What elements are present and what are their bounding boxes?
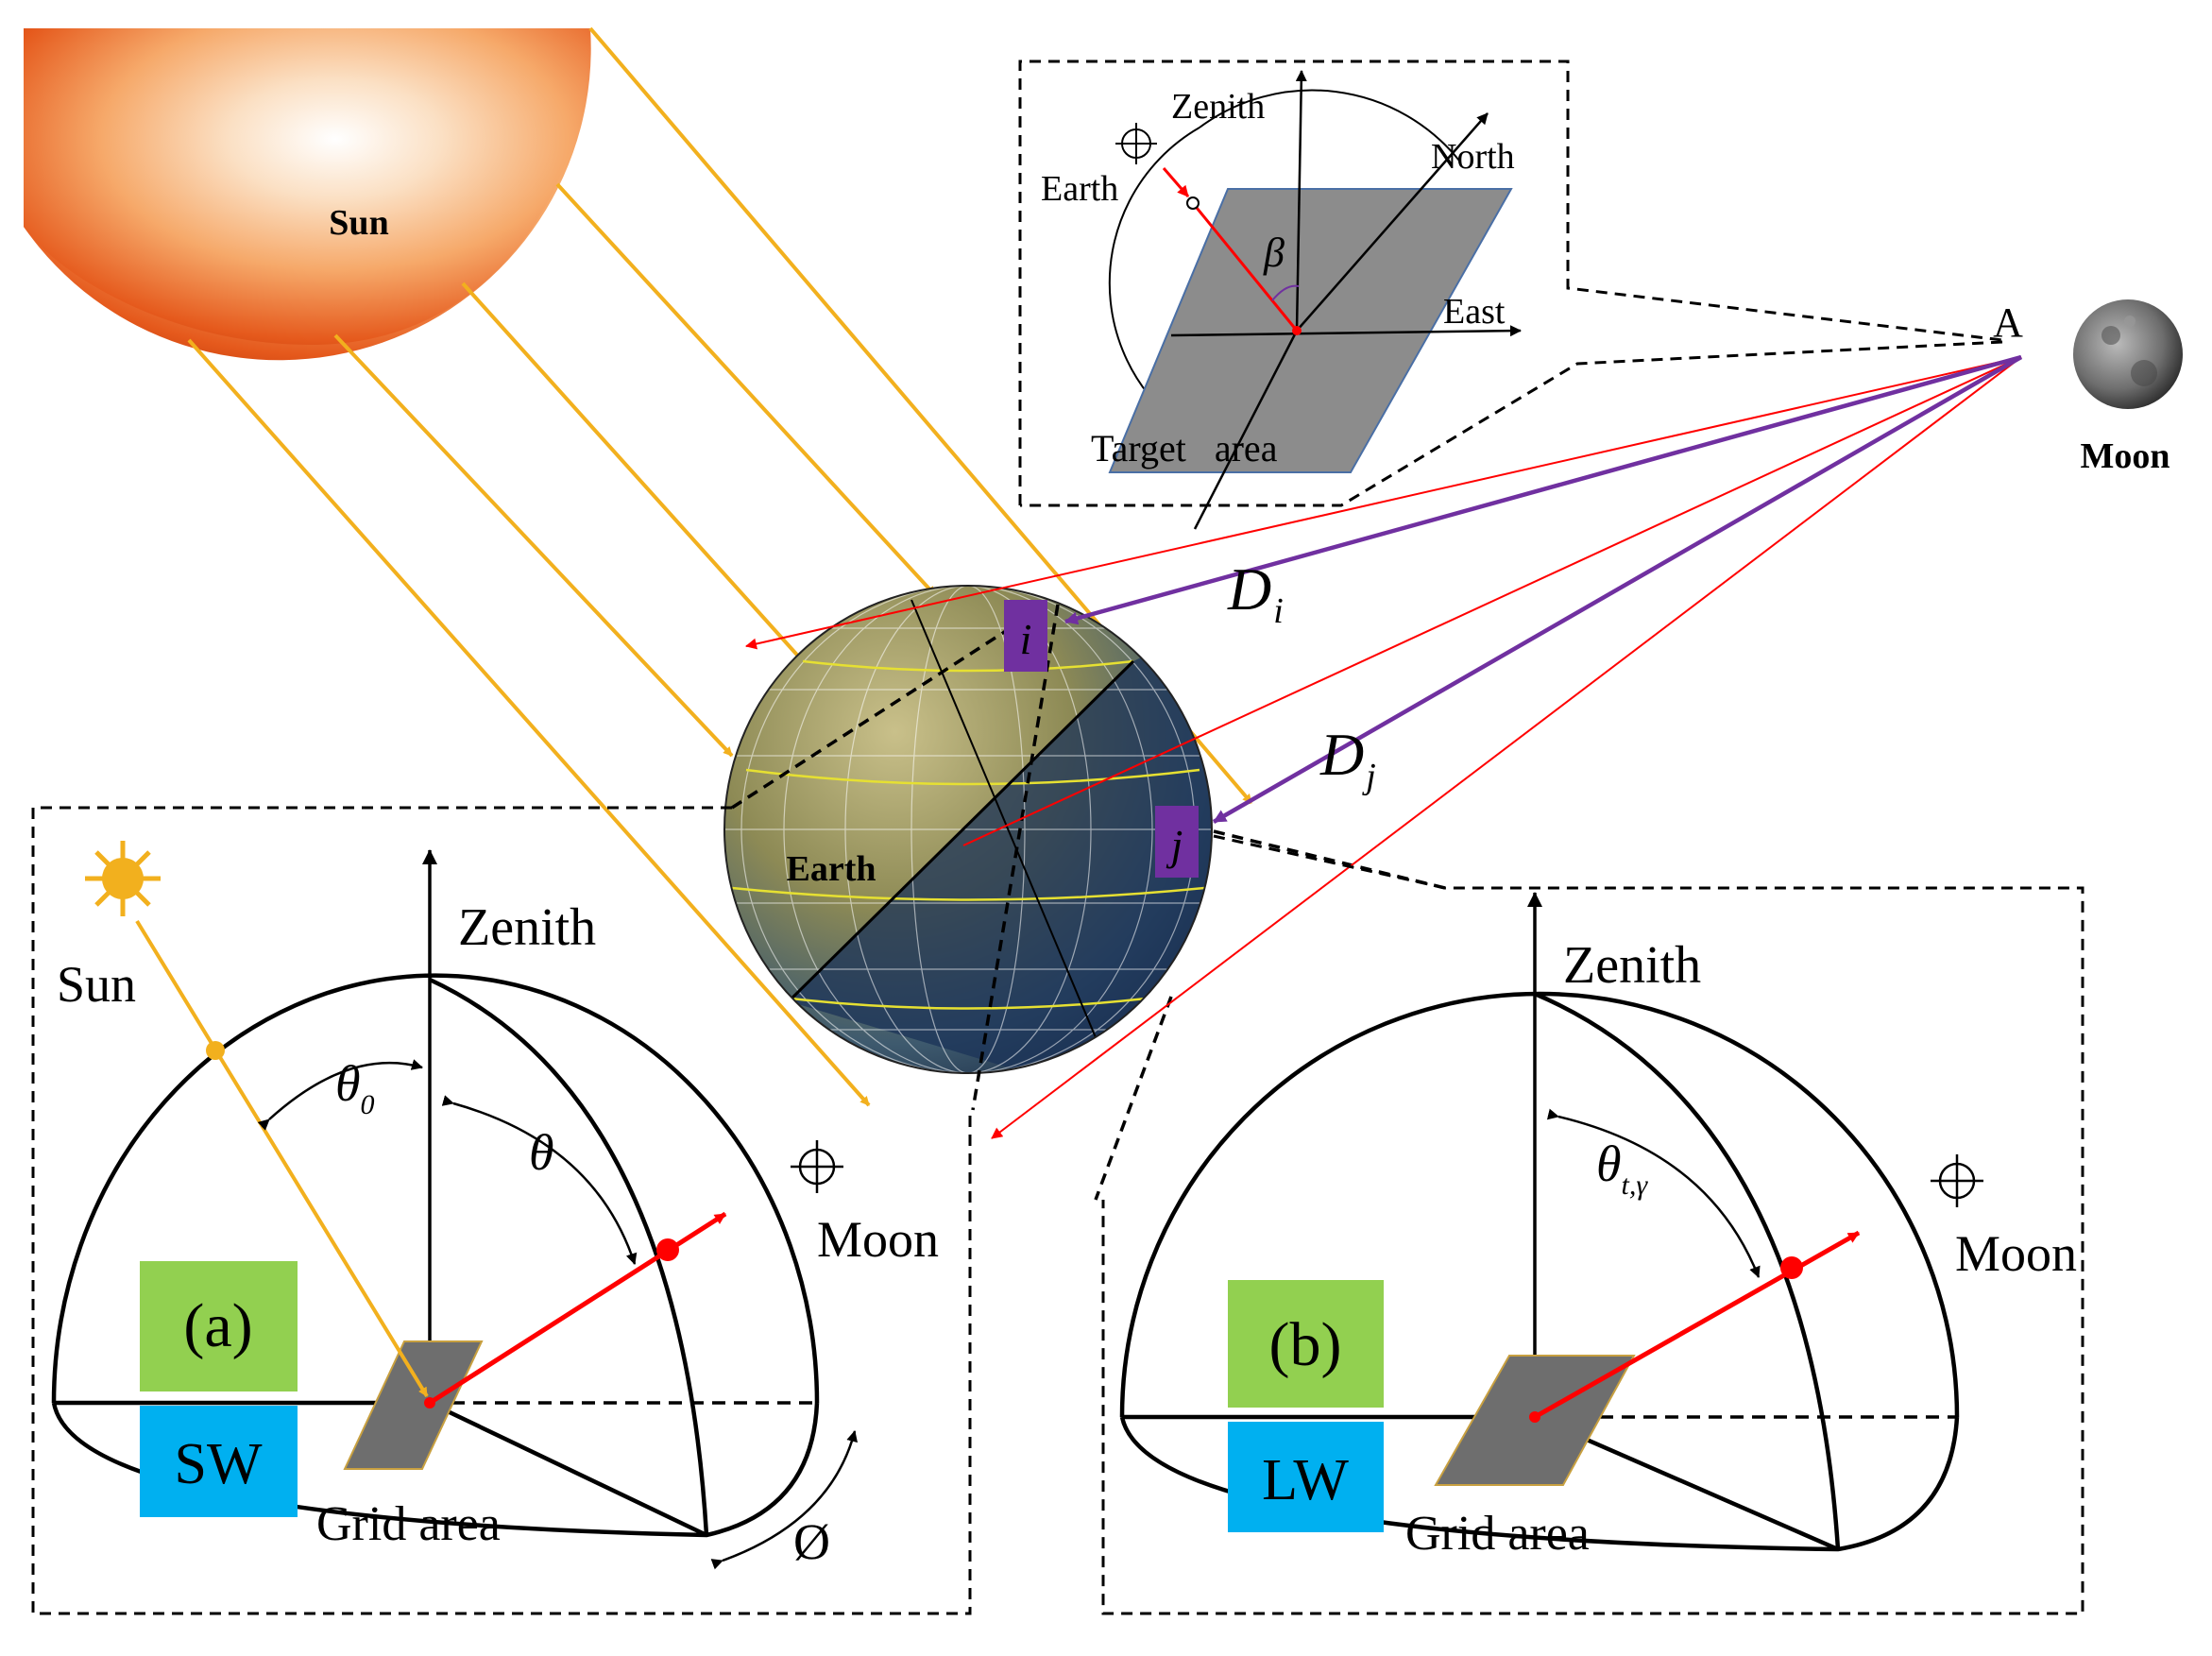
panel-b-tag-label: (b) <box>1269 1310 1342 1379</box>
crosshair-icon <box>791 1140 843 1193</box>
panel-b-band-box <box>1228 1422 1384 1532</box>
sun-icon <box>24 28 591 361</box>
moon-point-a-label: A <box>1993 299 2023 346</box>
moon-icon <box>2073 299 2183 409</box>
moon-rays-red <box>745 356 2022 1139</box>
panel-a-band-box <box>140 1406 298 1517</box>
panel-b-tag-box <box>1228 1280 1384 1408</box>
inset-north-label: North <box>1431 137 1515 177</box>
sun-icon <box>85 841 161 916</box>
grid-cell-j <box>1155 806 1199 878</box>
panel-a-frame <box>31 806 972 1615</box>
grid-cell-i <box>1004 600 1047 672</box>
crosshair-icon <box>1931 1154 1983 1207</box>
inset-earth-label: Earth <box>1041 169 1118 209</box>
panel-b-theta-label: θt,γ <box>1596 1135 1648 1201</box>
grid-cell-i-label: i <box>1020 615 1032 663</box>
panel-a-tag-label: (a) <box>183 1291 252 1360</box>
panel-a-theta0-label: θ0 <box>335 1055 375 1120</box>
distance-di-label: Di <box>1227 555 1284 631</box>
panel-b-band-label: LW <box>1262 1448 1349 1512</box>
panel-a-zenith-label: Zenith <box>458 898 596 957</box>
panel-a-theta-label: θ <box>529 1124 554 1181</box>
sun-label: Sun <box>329 203 388 243</box>
panel-a-phi-label: Ø <box>793 1513 830 1570</box>
moon-rays-purple <box>1064 354 2023 824</box>
inset-zenith-label: Zenith <box>1171 87 1265 127</box>
panel-b-grid-area-label: Grid area <box>1405 1507 1590 1561</box>
panel-a-tag-box <box>140 1261 298 1391</box>
panel-b-zenith-label: Zenith <box>1563 936 1701 995</box>
grid-cell-j-label: j <box>1166 821 1183 869</box>
inset-target-area-label: Target area <box>1091 427 1278 469</box>
panel-b-moon-label: Moon <box>1955 1225 2077 1282</box>
panel-a-grid-area-label: Grid area <box>316 1497 501 1551</box>
panel-a-moon-label: Moon <box>817 1211 939 1268</box>
earth-globe-icon <box>723 585 1213 1074</box>
earth-label: Earth <box>787 849 876 889</box>
crosshair-icon <box>1115 123 1157 164</box>
panel-a-band-label: SW <box>175 1432 263 1496</box>
moon-label: Moon <box>2081 436 2170 476</box>
inset-east-label: East <box>1443 292 1506 332</box>
inset-beta-label: β <box>1263 230 1285 276</box>
inset-target-area <box>1018 60 2003 530</box>
panel-a-sun-label: Sun <box>57 956 136 1013</box>
panel-b-frame <box>1101 834 2084 1615</box>
